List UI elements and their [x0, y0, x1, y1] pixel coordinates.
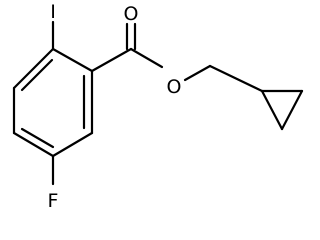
- ring-bond-c4-c5: [12, 131, 55, 158]
- bond-ester-oxygen-ch2: [183, 64, 212, 82]
- atom-label-ester-oxygen: O: [167, 76, 182, 98]
- cyclopropyl-bond-c: [280, 89, 304, 131]
- ring-bond-c2-c3-inner: [20, 58, 54, 92]
- bond-ring-carbonyl: [90, 47, 133, 73]
- molecule-structure-diagram: I O O F: [12, 1, 304, 212]
- ring-bond-c5-c6: [51, 131, 94, 158]
- bond-ch2-cyclopropyl: [208, 64, 264, 93]
- ring-bond-c2-c3: [12, 47, 55, 90]
- benzene-ring: [12, 47, 94, 158]
- cyclopropyl-bond-b: [260, 89, 284, 131]
- cyclopropyl-ring: [260, 89, 304, 131]
- ring-bond-c4-c5-inner: [20, 127, 55, 149]
- ring-bond-c1-c2: [51, 47, 94, 73]
- atom-label-carbonyl-oxygen: O: [124, 3, 139, 25]
- bond-carbonyl-ester-oxygen: [129, 47, 164, 69]
- atom-label-iodine: I: [50, 1, 56, 23]
- atom-label-fluorine: F: [48, 190, 59, 212]
